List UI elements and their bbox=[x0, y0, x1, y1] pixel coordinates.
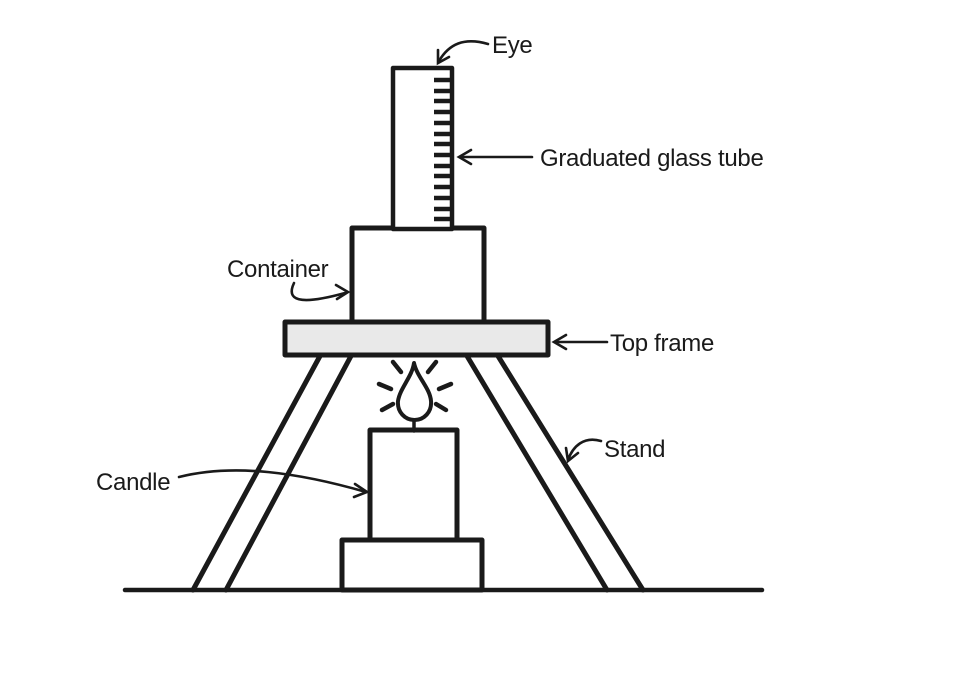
label-container: Container bbox=[227, 256, 329, 283]
left-leg-inner-line bbox=[223, 353, 354, 593]
graduated-tube-shape bbox=[390, 65, 455, 232]
stand-arrow bbox=[566, 438, 603, 462]
right-leg-outer-line bbox=[495, 353, 646, 593]
container-arrowhead-icon bbox=[334, 283, 351, 301]
candle-base-shape bbox=[339, 537, 485, 593]
candle-shape bbox=[367, 427, 460, 543]
stand-legs bbox=[190, 353, 646, 593]
stand-arrowhead-icon bbox=[564, 446, 580, 464]
eye-arrowhead-icon bbox=[436, 48, 451, 66]
tube-graduations bbox=[434, 77, 451, 222]
candle-arrowhead-icon bbox=[352, 482, 370, 499]
label-top-frame: Top frame bbox=[610, 330, 714, 357]
right-leg-inner-line bbox=[464, 353, 610, 593]
container-arrow bbox=[290, 281, 347, 302]
label-candle: Candle bbox=[96, 469, 170, 496]
top-frame-arrowhead-icon bbox=[551, 333, 568, 351]
top-frame-shape bbox=[282, 319, 551, 358]
container-shape bbox=[349, 225, 487, 325]
flame-icon bbox=[395, 361, 434, 422]
left-leg-outer-line bbox=[190, 353, 323, 593]
candle-arrow bbox=[177, 469, 368, 494]
graduated-tube-arrowhead-icon bbox=[456, 148, 473, 166]
flame-rays-icon bbox=[376, 359, 454, 413]
label-eye: Eye bbox=[492, 32, 532, 59]
label-stand: Stand bbox=[604, 436, 665, 463]
eye-arrow bbox=[437, 40, 490, 63]
label-graduated-glass-tube: Graduated glass tube bbox=[540, 145, 764, 172]
